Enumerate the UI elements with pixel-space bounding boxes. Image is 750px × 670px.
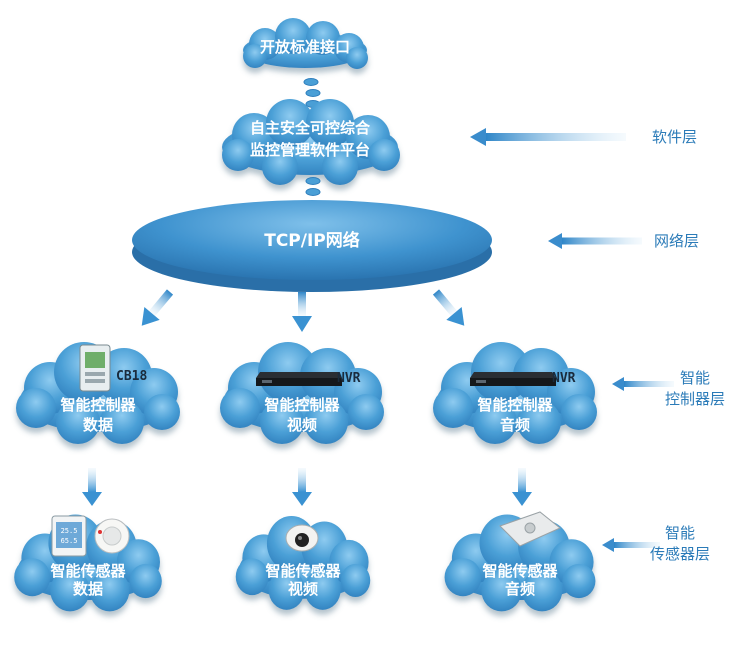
controller-layer-label-2: 控制器层 xyxy=(665,390,725,408)
controller-1-line1: 智能控制器 xyxy=(60,396,136,414)
connector-dots-mid xyxy=(305,177,321,196)
controller-1-line2: 数据 xyxy=(83,416,113,434)
controller-1-device-label: CB18 xyxy=(116,369,147,384)
tcp-ip-network-disc xyxy=(132,200,492,292)
sensor-3-line1: 智能传感器 xyxy=(482,562,558,580)
open-interface-label: 开放标准接口 xyxy=(260,38,350,56)
temperature-sensor-icon xyxy=(51,515,87,557)
network-arrows xyxy=(141,289,465,332)
layer-arrows xyxy=(470,128,674,552)
software-layer-label: 软件层 xyxy=(652,128,697,146)
platform-label-line1: 自主安全可控综合 xyxy=(250,119,371,137)
cb18-device-icon xyxy=(79,344,111,392)
platform-label-line2: 监控管理软件平台 xyxy=(250,141,370,159)
controller-3-device-label: NVR xyxy=(552,371,576,386)
sensor-1-line1: 智能传感器 xyxy=(50,562,126,580)
sensor-3-line2: 音频 xyxy=(505,580,535,598)
sensor-2-line1: 智能传感器 xyxy=(265,562,341,580)
sensor-layer-label-2: 传感器层 xyxy=(650,545,710,563)
controller-3-line2: 音频 xyxy=(500,416,530,434)
dome-camera-icon xyxy=(285,524,319,552)
controller-layer-label-1: 智能 xyxy=(680,369,710,387)
controller-2-device-label: NVR xyxy=(337,371,361,386)
sensor-layer-label-1: 智能 xyxy=(665,524,695,542)
nvr-video-device-icon xyxy=(256,372,342,386)
sensor-2-line2: 视频 xyxy=(288,580,318,598)
sensor-arrows xyxy=(82,468,532,506)
controller-3-line1: 智能控制器 xyxy=(477,396,553,414)
sensor-screen-line2: 65.5 xyxy=(61,537,78,545)
sensor-1-line2: 数据 xyxy=(73,580,103,598)
network-label: TCP/IP网络 xyxy=(264,230,360,251)
controller-2-line1: 智能控制器 xyxy=(264,396,340,414)
nvr-audio-device-icon xyxy=(470,372,556,386)
smoke-detector-icon xyxy=(94,518,130,554)
audio-pickup-icon xyxy=(499,511,561,547)
sensor-screen-line1: 25.5 xyxy=(61,527,78,535)
network-layer-label: 网络层 xyxy=(654,232,699,250)
controller-2-line2: 视频 xyxy=(287,416,317,434)
connector-dots-top xyxy=(303,78,321,108)
